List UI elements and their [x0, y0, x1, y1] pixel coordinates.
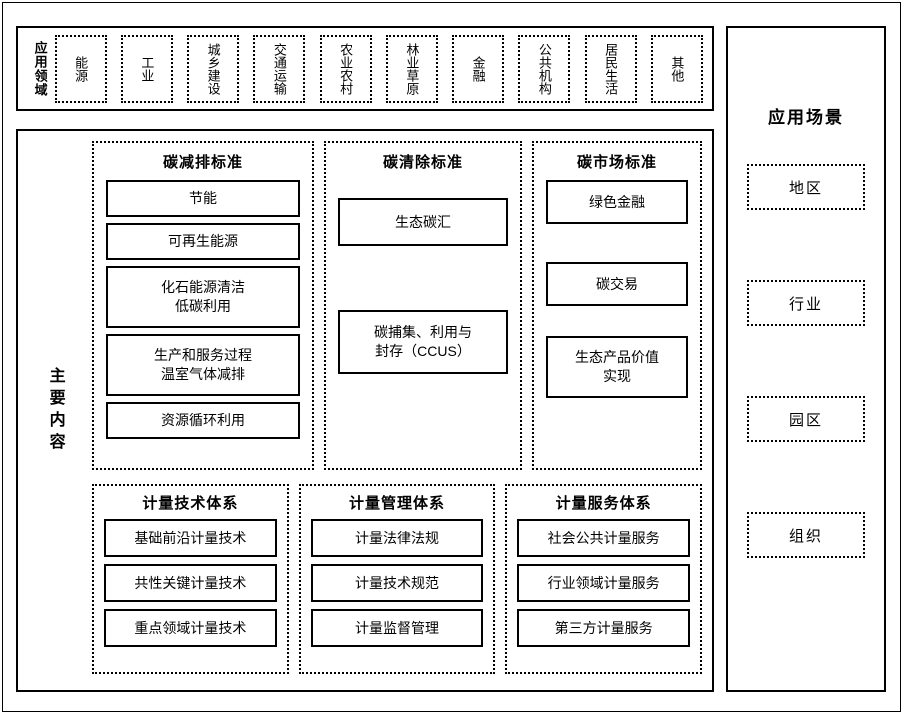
domain-chip-label: 能源	[73, 55, 89, 82]
domain-chip-label: 林业草原	[404, 42, 420, 95]
system-metrology-technology: 计量技术体系 基础前沿计量技术 共性关键计量技术 重点领域计量技术	[92, 484, 289, 674]
cell-metrology-supervision-management[interactable]: 计量监督管理	[310, 609, 484, 647]
system-title: 计量技术体系	[142, 495, 239, 512]
main-content-label-column: 主要内容	[18, 131, 92, 690]
group-title: 碳清除标准	[382, 154, 463, 171]
domain-chip-urban-rural-construction[interactable]: 城乡建设	[187, 34, 240, 103]
application-domain-label: 应用领域	[32, 40, 48, 97]
cell-renewable-energy[interactable]: 可再生能源	[106, 223, 300, 260]
domain-chip-label: 居民生活	[603, 42, 619, 95]
domain-chip-forestry-grassland[interactable]: 林业草原	[385, 34, 438, 103]
domain-chip-label: 交通运输	[271, 42, 287, 95]
cell-industry-field-metrology-service[interactable]: 行业领域计量服务	[517, 564, 691, 602]
group-title: 碳市场标准	[576, 154, 657, 171]
domain-chip-agriculture-rural[interactable]: 农业农村	[319, 34, 372, 103]
application-domain-band: 应用领域 能源 工业 城乡建设 交通运输 农业农村 林业草原	[16, 26, 714, 111]
cell-key-field-metrology-technology[interactable]: 重点领域计量技术	[104, 609, 277, 647]
domain-chip-transportation[interactable]: 交通运输	[253, 34, 306, 103]
cell-clean-low-carbon-fossil-energy[interactable]: 化石能源清洁低碳利用	[106, 266, 300, 328]
cell-ccus[interactable]: 碳捕集、利用与封存（CCUS）	[338, 310, 508, 374]
application-scenarios-title: 应用场景	[768, 108, 844, 127]
cell-green-finance[interactable]: 绿色金融	[546, 180, 688, 224]
scenario-chip-park[interactable]: 园区	[747, 396, 865, 442]
cell-carbon-trading[interactable]: 碳交易	[546, 262, 688, 306]
application-scenarios-panel: 应用场景 地区 行业 园区 组织	[726, 26, 886, 692]
cell-metrology-laws-regulations[interactable]: 计量法律法规	[310, 519, 484, 557]
cell-eco-product-value-realization[interactable]: 生态产品价值实现	[546, 336, 688, 398]
application-domain-items: 能源 工业 城乡建设 交通运输 农业农村 林业草原 金融	[54, 28, 707, 109]
system-metrology-service: 计量服务体系 社会公共计量服务 行业领域计量服务 第三方计量服务	[505, 484, 703, 674]
domain-chip-label: 农业农村	[338, 42, 354, 95]
domain-chip-label: 公共机构	[536, 42, 552, 95]
cell-resource-recycling[interactable]: 资源循环利用	[106, 402, 300, 439]
standard-groups-row: 碳减排标准 节能 可再生能源 化石能源清洁低碳利用 生产和服务过程温室气体减排 …	[92, 141, 702, 470]
domain-chip-other[interactable]: 其他	[650, 34, 703, 103]
domain-chip-residential-life[interactable]: 居民生活	[584, 34, 637, 103]
metrology-systems-row: 计量技术体系 基础前沿计量技术 共性关键计量技术 重点领域计量技术 计量管理体系…	[92, 484, 703, 674]
main-content-label: 主要内容	[46, 366, 64, 455]
cell-social-public-metrology-service[interactable]: 社会公共计量服务	[517, 519, 691, 557]
scenario-chip-region[interactable]: 地区	[747, 164, 865, 210]
scenario-chip-organization[interactable]: 组织	[747, 512, 865, 558]
system-title: 计量服务体系	[555, 495, 652, 512]
domain-chip-industry[interactable]: 工业	[120, 34, 173, 103]
domain-chip-energy[interactable]: 能源	[54, 34, 107, 103]
domain-chip-label: 其他	[669, 55, 685, 82]
group-carbon-market-standards: 碳市场标准 绿色金融 碳交易 生态产品价值实现	[532, 141, 702, 470]
domain-chip-label: 城乡建设	[205, 42, 221, 95]
scenario-chip-industry[interactable]: 行业	[747, 280, 865, 326]
domain-chip-finance[interactable]: 金融	[452, 34, 505, 103]
main-content-panels: 碳减排标准 节能 可再生能源 化石能源清洁低碳利用 生产和服务过程温室气体减排 …	[92, 131, 712, 690]
cell-third-party-metrology-service[interactable]: 第三方计量服务	[517, 609, 691, 647]
cell-metrology-technical-specifications[interactable]: 计量技术规范	[310, 564, 484, 602]
cell-production-service-ghg-reduction[interactable]: 生产和服务过程温室气体减排	[106, 334, 300, 396]
system-title: 计量管理体系	[349, 495, 446, 512]
cell-frontier-metrology-technology[interactable]: 基础前沿计量技术	[104, 519, 277, 557]
group-title: 碳减排标准	[162, 154, 243, 171]
cell-ecological-carbon-sink[interactable]: 生态碳汇	[338, 198, 508, 246]
domain-chip-public-institutions[interactable]: 公共机构	[518, 34, 571, 103]
cell-common-key-metrology-technology[interactable]: 共性关键计量技术	[104, 564, 277, 602]
domain-chip-label: 工业	[139, 55, 155, 82]
main-content-box: 主要内容 碳减排标准 节能 可再生能源 化石能源清洁低碳利用 生产和服务过程温室…	[16, 129, 714, 692]
group-carbon-reduction-standards: 碳减排标准 节能 可再生能源 化石能源清洁低碳利用 生产和服务过程温室气体减排 …	[92, 141, 314, 470]
domain-chip-label: 金融	[470, 55, 486, 82]
cell-energy-saving[interactable]: 节能	[106, 180, 300, 217]
left-column: 应用领域 能源 工业 城乡建设 交通运输 农业农村 林业草原	[16, 26, 714, 692]
group-carbon-removal-standards: 碳清除标准 生态碳汇 碳捕集、利用与封存（CCUS）	[324, 141, 522, 470]
system-metrology-management: 计量管理体系 计量法律法规 计量技术规范 计量监督管理	[298, 484, 496, 674]
